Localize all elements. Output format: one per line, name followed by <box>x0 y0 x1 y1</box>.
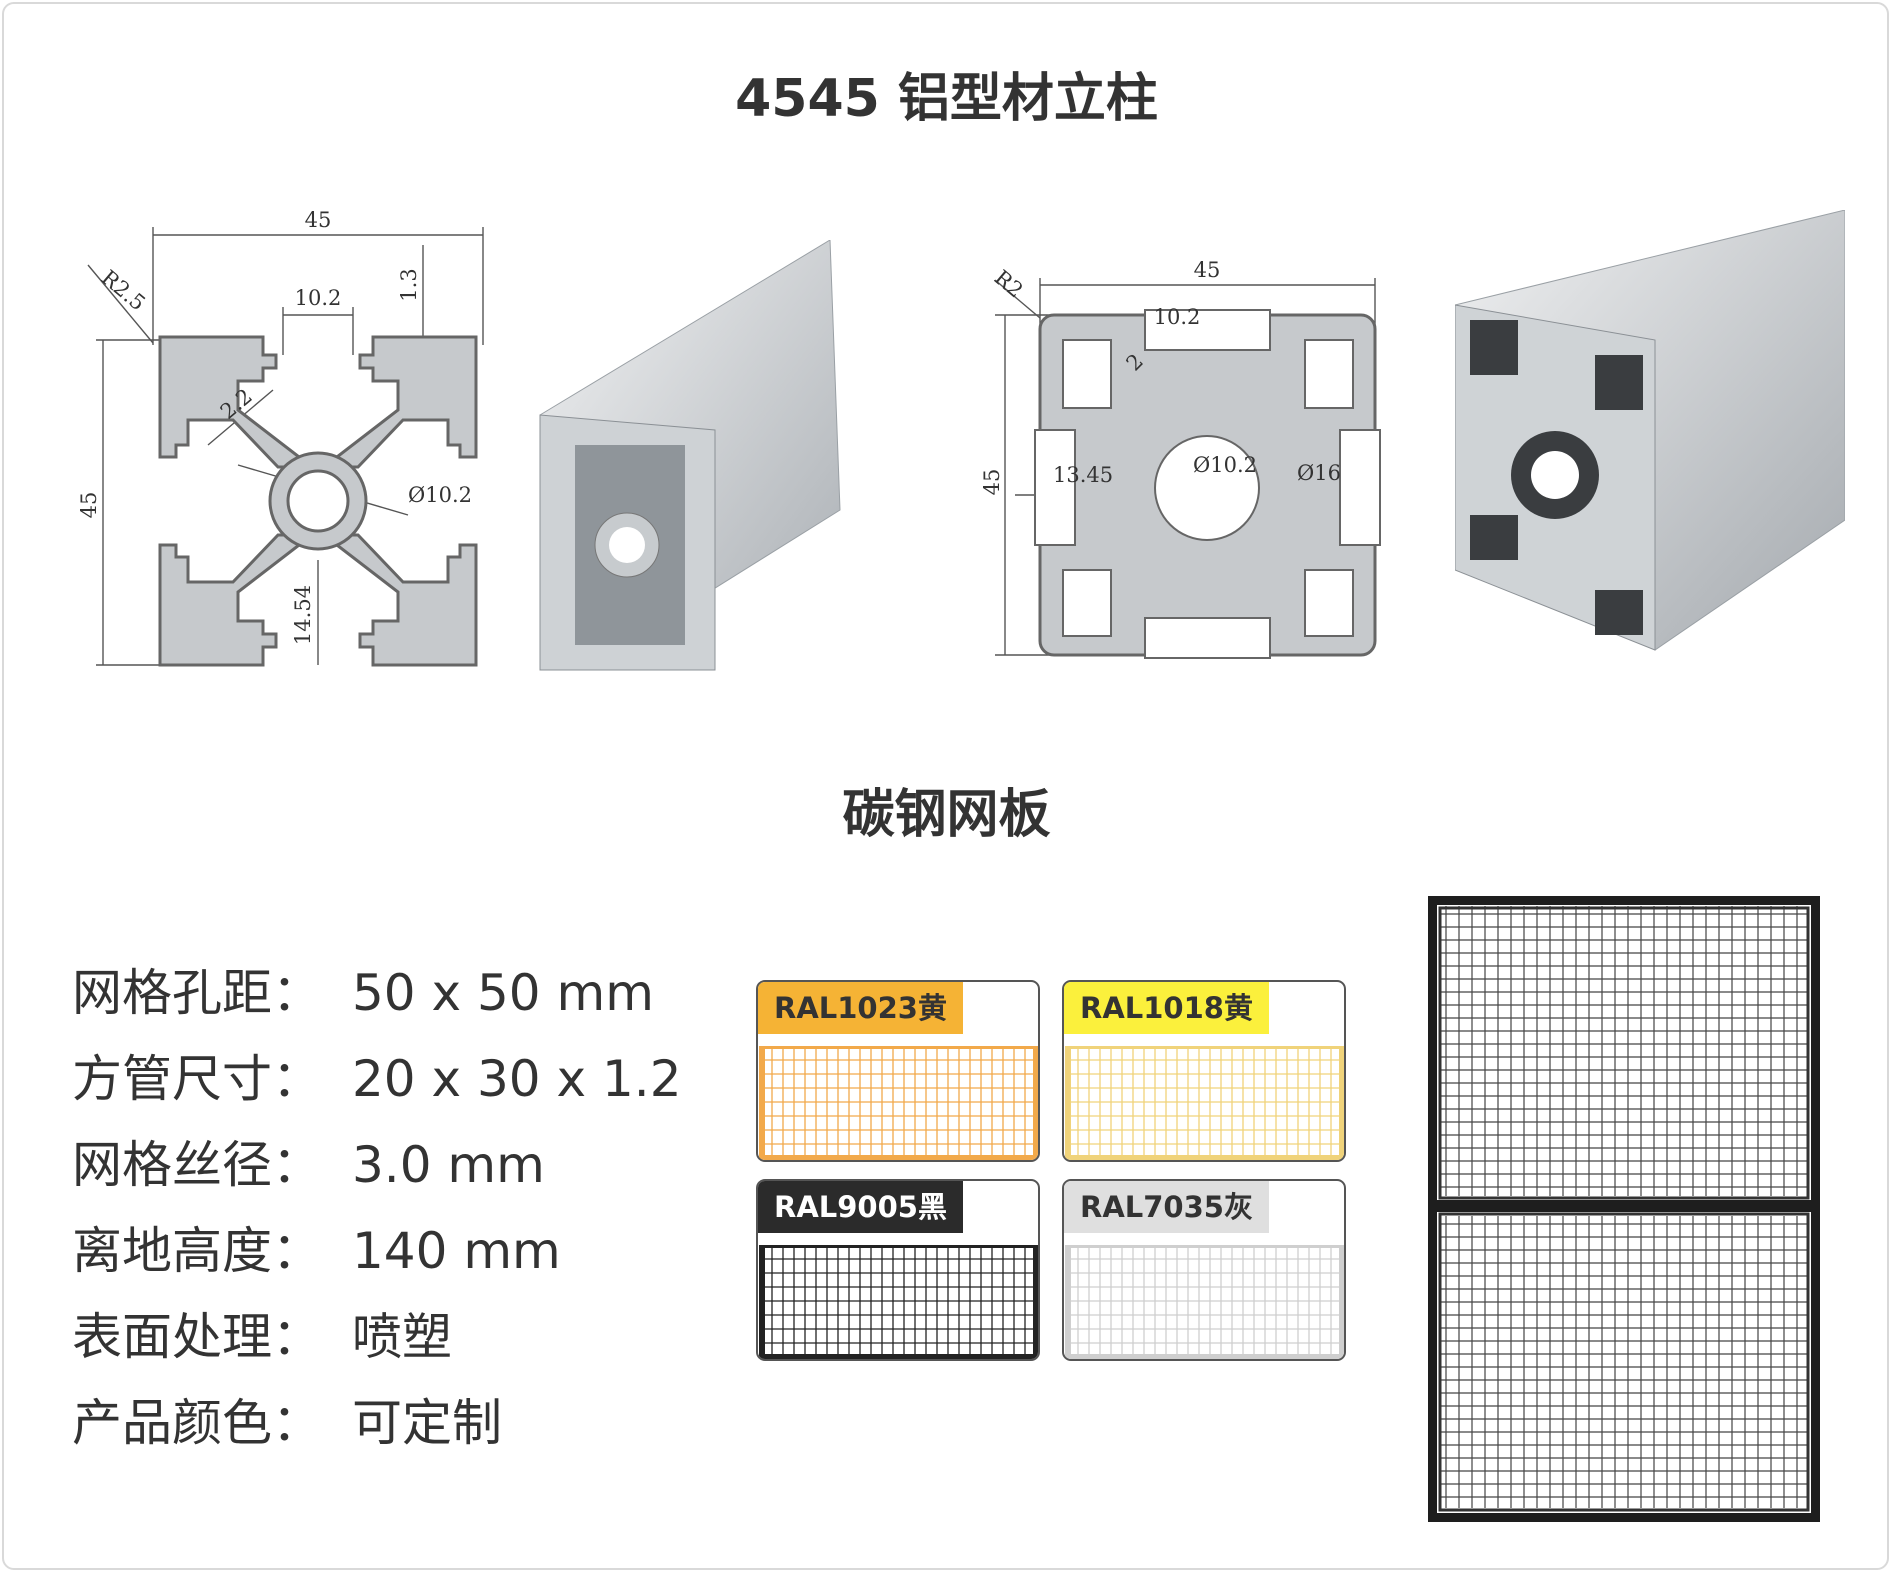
profile-a-width-label: 45 <box>305 208 332 232</box>
profile-b-width-label: 45 <box>1194 258 1221 282</box>
spec-value: 喷塑 <box>352 1308 452 1366</box>
spec-value: 20 x 30 x 1.2 <box>352 1050 682 1108</box>
profile-a-height-label: 45 <box>78 492 101 519</box>
profile-a-render <box>530 240 850 680</box>
profile-b-render <box>1455 210 1845 660</box>
color-swatch-ral9005: RAL9005黑 <box>756 1179 1040 1361</box>
swatch-label: RAL1023黄 <box>758 982 963 1034</box>
profile-b-drawing: 45 10.2 R2 2 Ø10.2 Ø16 13.45 45 <box>975 250 1395 670</box>
swatch-label: RAL1018黄 <box>1064 982 1269 1034</box>
spec-label: 离地高度： <box>72 1222 322 1280</box>
spec-list: 网格孔距： 50 x 50 mm 方管尺寸： 20 x 30 x 1.2 网格丝… <box>72 950 682 1466</box>
profile-b-bore-label: Ø10.2 <box>1193 453 1257 477</box>
spec-row: 产品颜色： 可定制 <box>72 1380 682 1466</box>
spec-value: 可定制 <box>352 1394 502 1452</box>
profile-b-height-label: 45 <box>980 469 1004 496</box>
profile-b-svg: 45 10.2 R2 2 Ø10.2 Ø16 13.45 45 <box>980 258 1381 659</box>
profile-b-inner-label: 13.45 <box>1053 463 1113 487</box>
spec-row: 表面处理： 喷塑 <box>72 1294 682 1380</box>
spec-label: 产品颜色： <box>72 1394 322 1452</box>
mesh-pattern-icon <box>1065 1245 1344 1359</box>
color-swatch-ral7035: RAL7035灰 <box>1062 1179 1346 1361</box>
profile-a-drawing: 45 10.2 R2.5 1.3 2.2 Ø10.2 45 14.54 <box>78 205 498 675</box>
swatch-label: RAL7035灰 <box>1064 1181 1269 1233</box>
spec-value: 3.0 mm <box>352 1136 545 1194</box>
spec-label: 网格孔距： <box>72 964 322 1022</box>
spec-label: 网格丝径： <box>72 1136 322 1194</box>
profile-a-inner-label: 14.54 <box>291 585 315 645</box>
spec-label: 表面处理： <box>72 1308 322 1366</box>
profile-b-render-svg <box>1455 210 1845 651</box>
spec-row: 网格孔距： 50 x 50 mm <box>72 950 682 1036</box>
profile-a-bore-label: Ø10.2 <box>408 483 472 507</box>
swatch-label: RAL9005黑 <box>758 1181 963 1233</box>
mesh-panel-image <box>1427 895 1821 1526</box>
spec-row: 离地高度： 140 mm <box>72 1208 682 1294</box>
spec-value: 140 mm <box>352 1222 561 1280</box>
color-swatch-ral1023: RAL1023黄 <box>756 980 1040 1162</box>
mesh-panel-svg <box>1427 895 1821 1523</box>
mesh-pattern-icon <box>1065 1046 1344 1160</box>
profile-a-svg: 45 10.2 R2.5 1.3 2.2 Ø10.2 45 14.54 <box>78 208 484 667</box>
mesh-pattern-icon <box>759 1245 1038 1359</box>
profile-a-render-svg <box>539 240 841 671</box>
section-title-mesh: 碳钢网板 <box>842 785 1051 845</box>
section-title-profile: 4545 铝型材立柱 <box>735 69 1158 129</box>
spec-label: 方管尺寸： <box>72 1050 322 1108</box>
profile-a-lip-label: 1.3 <box>397 268 421 301</box>
profile-a-slot-label: 10.2 <box>295 286 342 310</box>
profile-b-radius-label: R2 <box>990 265 1028 302</box>
color-swatch-ral1018: RAL1018黄 <box>1062 980 1346 1162</box>
spec-row: 网格丝径： 3.0 mm <box>72 1122 682 1208</box>
mesh-pattern-icon <box>759 1046 1038 1160</box>
profile-b-outer-label: Ø16 <box>1297 461 1341 485</box>
spec-value: 50 x 50 mm <box>352 964 654 1022</box>
profile-b-slot-label: 10.2 <box>1154 305 1201 329</box>
spec-row: 方管尺寸： 20 x 30 x 1.2 <box>72 1036 682 1122</box>
